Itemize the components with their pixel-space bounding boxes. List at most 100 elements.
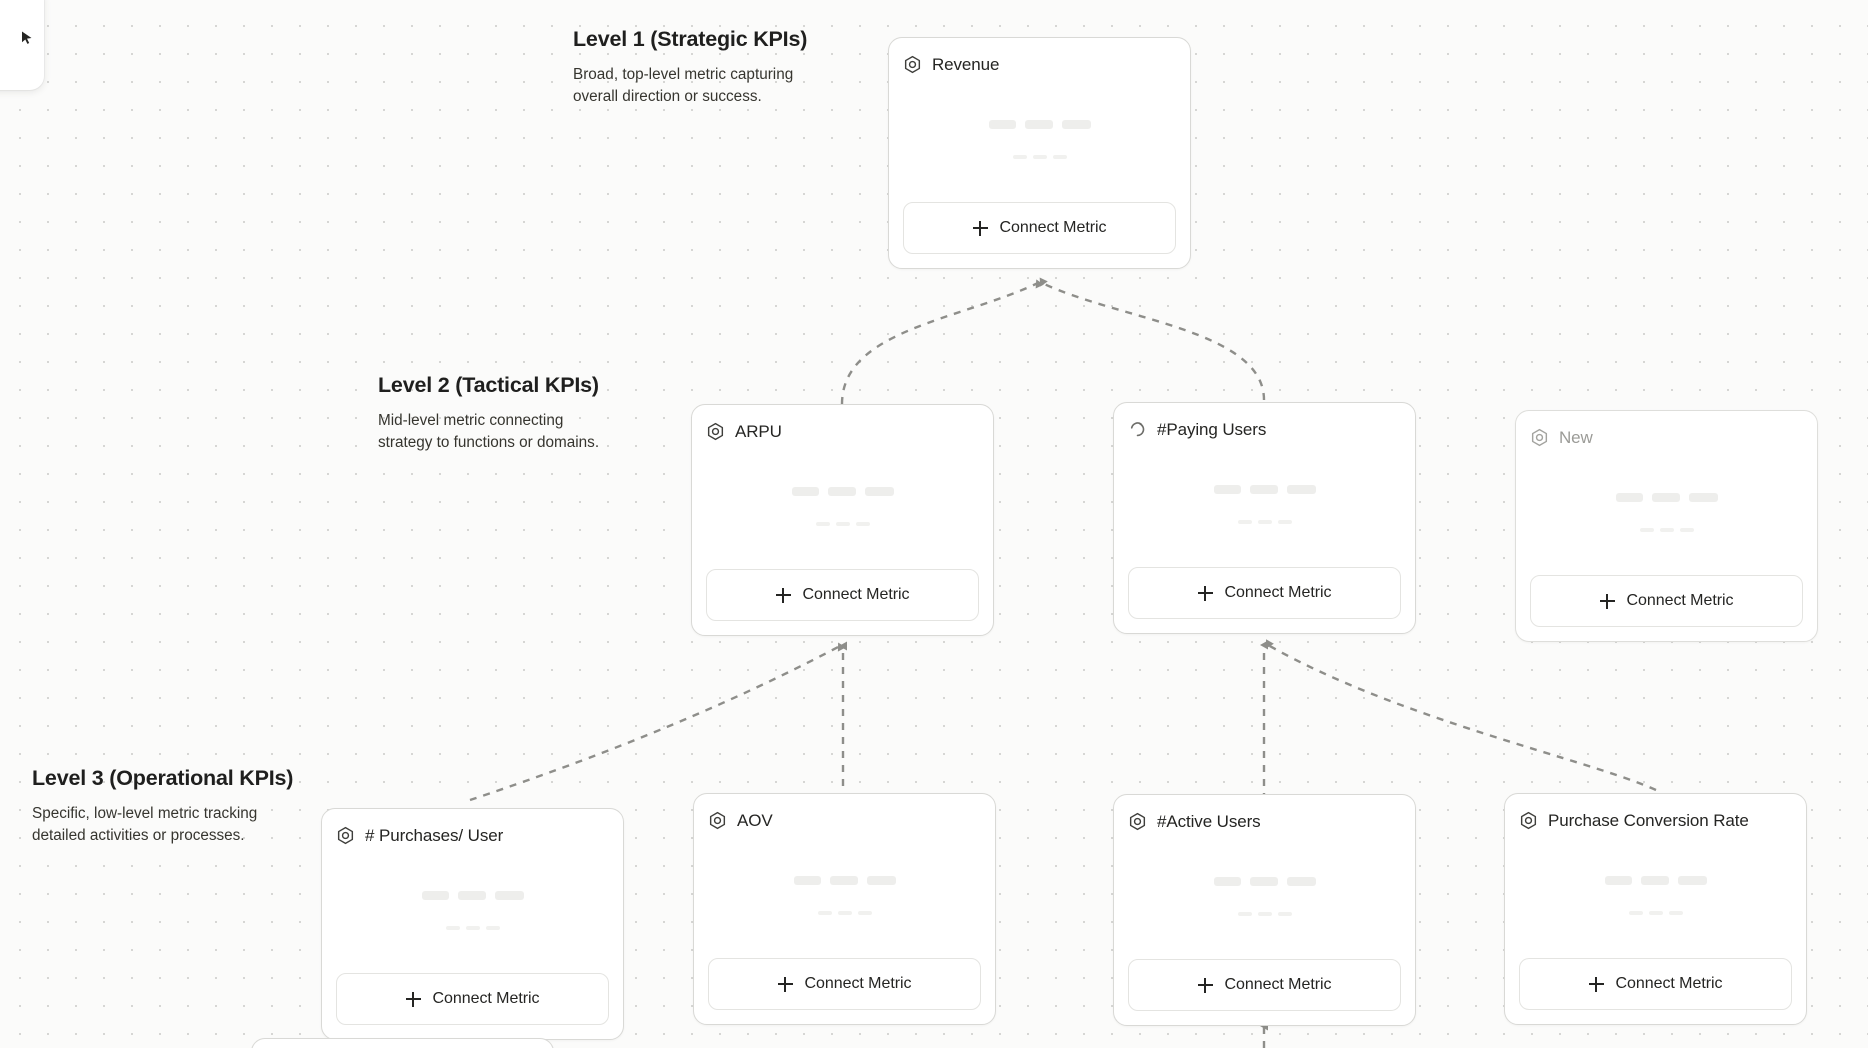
skeleton-bar (1213, 485, 1241, 494)
skeleton-bar (1615, 493, 1643, 502)
plus-icon (405, 991, 421, 1007)
connect-metric-label: Connect Metric (432, 990, 540, 1007)
skeleton-bar (1640, 876, 1669, 885)
skeleton-bar (1639, 528, 1654, 532)
skeleton-bar (1249, 877, 1278, 886)
card-title: New (1559, 427, 1593, 447)
connect-metric-button[interactable]: Connect Metric (706, 569, 979, 621)
skeleton-row-primary (1615, 493, 1718, 502)
skeleton-bar (1688, 493, 1718, 502)
hexagon-metric-icon (1129, 812, 1146, 830)
metric-card-purchases-per-user[interactable]: # Purchases/ User Connect Metric (321, 808, 624, 1040)
skeleton-bar (793, 876, 821, 885)
skeleton-row-secondary (815, 522, 870, 526)
skeleton-bar (1277, 520, 1292, 524)
skeleton-row-secondary (1237, 520, 1292, 524)
plus-icon (775, 587, 791, 603)
metric-card-offscreen-partial[interactable] (251, 1038, 554, 1048)
skeleton-row-primary (1213, 485, 1316, 494)
connect-metric-button[interactable]: Connect Metric (336, 973, 609, 1025)
skeleton-bar (855, 522, 870, 526)
edge-purchases-to-arpu (469, 642, 846, 802)
plus-icon (1197, 977, 1213, 993)
card-title: #Active Users (1157, 811, 1261, 831)
card-title: ARPU (735, 421, 782, 441)
card-header: AOV (708, 807, 981, 833)
connect-metric-button[interactable]: Connect Metric (708, 958, 981, 1010)
floating-toolbar-panel[interactable] (0, 0, 44, 90)
card-skeleton-body (903, 77, 1176, 202)
level-1-label-group: Level 1 (Strategic KPIs) Broad, top-leve… (573, 26, 807, 108)
metric-card-purchase-conversion-rate[interactable]: Purchase Conversion Rate Connect Metric (1504, 793, 1807, 1025)
skeleton-bar (1648, 911, 1663, 915)
skeleton-row-primary (421, 891, 524, 900)
plus-icon (1588, 976, 1604, 992)
connect-metric-button[interactable]: Connect Metric (1530, 575, 1803, 627)
skeleton-bar (445, 926, 460, 930)
skeleton-bar (494, 891, 524, 900)
skeleton-bar (827, 487, 856, 496)
skeleton-bar (1677, 876, 1707, 885)
level-1-description: Broad, top-level metric capturing overal… (573, 65, 794, 106)
card-skeleton-body (1530, 450, 1803, 575)
card-header: # Purchases/ User (336, 822, 609, 848)
skeleton-bar (421, 891, 449, 900)
connect-metric-label: Connect Metric (804, 975, 912, 992)
metric-card-aov[interactable]: AOV Connect Metric (693, 793, 996, 1025)
level-3-title: Level 3 (Operational KPIs) (32, 766, 294, 790)
edge-conversion-to-paying-users (1266, 639, 1657, 792)
skeleton-row-secondary (1237, 912, 1292, 916)
hexagon-metric-icon (709, 811, 726, 829)
hexagon-metric-icon (904, 55, 921, 73)
skeleton-bar (1237, 912, 1252, 916)
skeleton-bar (1061, 120, 1091, 129)
connect-metric-button[interactable]: Connect Metric (1128, 959, 1401, 1011)
card-skeleton-body (336, 848, 609, 973)
skeleton-bar (1286, 877, 1316, 886)
level-3-description: Specific, low-level metric tracking deta… (32, 804, 258, 845)
metric-card-new[interactable]: New Connect Metric (1515, 410, 1818, 642)
connect-metric-label: Connect Metric (999, 219, 1107, 236)
connect-metric-button[interactable]: Connect Metric (903, 202, 1176, 254)
edge-arpu-to-revenue (840, 279, 1044, 405)
skeleton-bar (866, 876, 896, 885)
card-title: #Paying Users (1157, 419, 1267, 439)
skeleton-row-secondary (445, 926, 500, 930)
skeleton-bar (485, 926, 500, 930)
skeleton-bar (457, 891, 486, 900)
skeleton-bar (1213, 877, 1241, 886)
card-skeleton-body (1128, 834, 1401, 959)
skeleton-row-secondary (1628, 911, 1683, 915)
plus-icon (1599, 593, 1615, 609)
skeleton-bar (465, 926, 480, 930)
skeleton-bar (1604, 876, 1632, 885)
level-2-label-group: Level 2 (Tactical KPIs) Mid-level metric… (378, 372, 599, 454)
skeleton-bar (829, 876, 858, 885)
card-skeleton-body (706, 444, 979, 569)
skeleton-bar (1679, 528, 1694, 532)
skeleton-row-primary (791, 487, 894, 496)
skeleton-bar (1651, 493, 1680, 502)
card-header: #Active Users (1128, 808, 1401, 834)
connect-metric-label: Connect Metric (802, 586, 910, 603)
skeleton-bar (815, 522, 830, 526)
metric-card-active-users[interactable]: #Active Users Connect Metric (1113, 794, 1416, 1026)
card-skeleton-body (708, 833, 981, 958)
metric-card-paying-users[interactable]: #Paying Users Connect Metric (1113, 402, 1416, 634)
connect-metric-button[interactable]: Connect Metric (1519, 958, 1792, 1010)
metric-card-arpu[interactable]: ARPU Connect Metric (691, 404, 994, 636)
level-1-title: Level 1 (Strategic KPIs) (573, 27, 808, 51)
connect-metric-button[interactable]: Connect Metric (1128, 567, 1401, 619)
card-title: Revenue (932, 54, 1000, 74)
skeleton-row-secondary (817, 911, 872, 915)
skeleton-bar (988, 120, 1016, 129)
skeleton-bar (864, 487, 894, 496)
hexagon-metric-icon (707, 422, 724, 440)
skeleton-bar (1237, 520, 1252, 524)
skeleton-bar (1668, 911, 1683, 915)
skeleton-bar (791, 487, 819, 496)
spinner-loading-icon (1130, 421, 1145, 436)
metric-card-revenue[interactable]: Revenue Connect Metric (888, 37, 1191, 269)
card-title: Purchase Conversion Rate (1548, 810, 1749, 830)
